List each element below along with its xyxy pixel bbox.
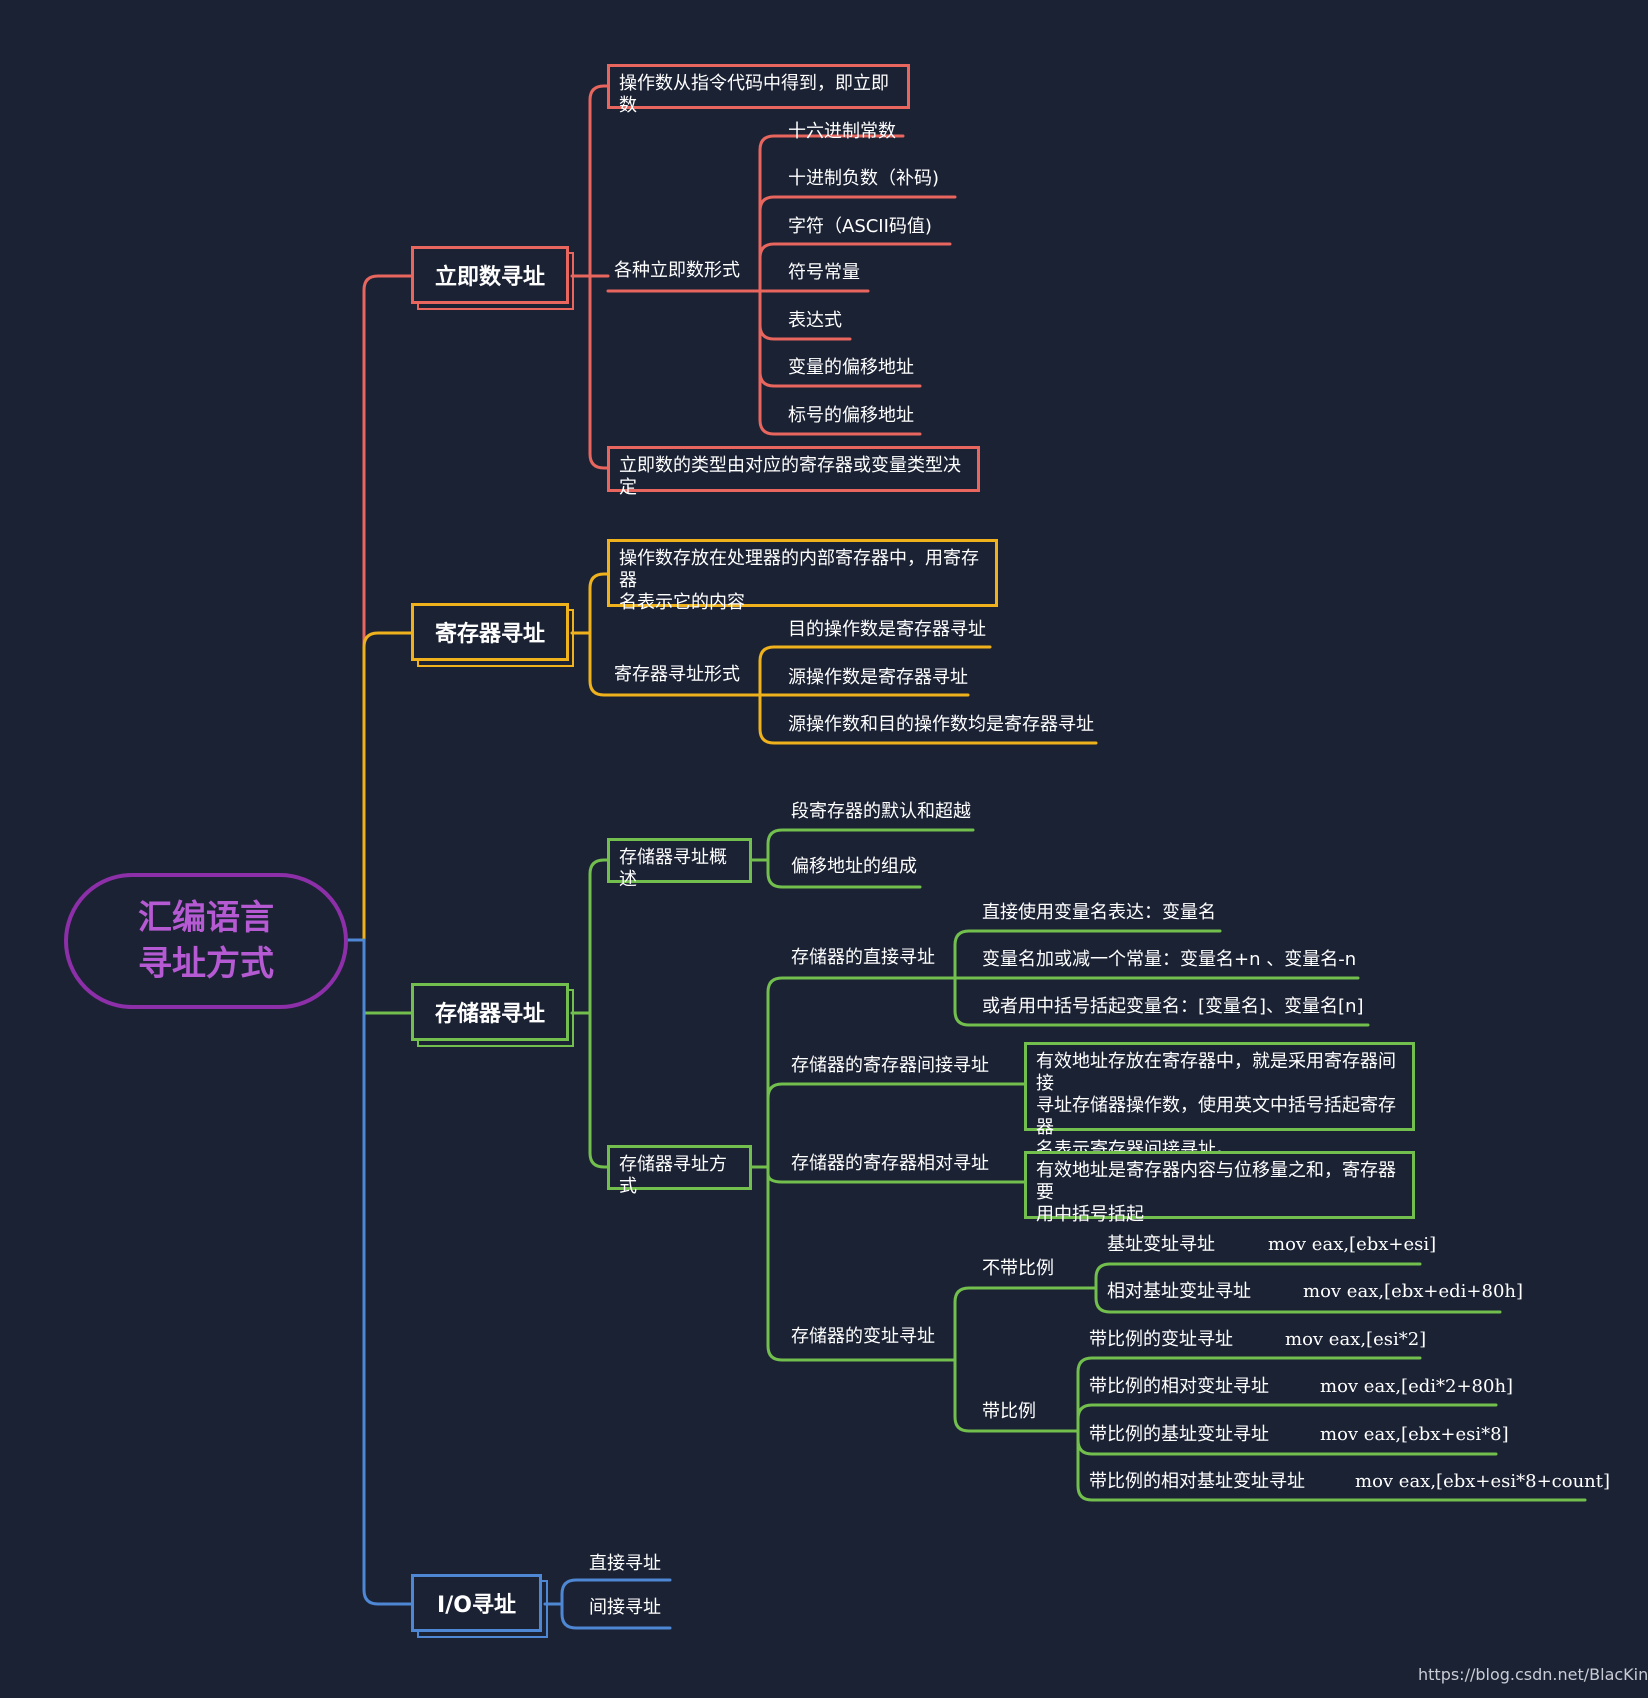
memory-overview-label: 存储器寻址概述 xyxy=(619,847,727,890)
memory-overview-item[interactable]: 偏移地址的组成 xyxy=(791,856,917,877)
root-title-line1: 汇编语言 xyxy=(138,898,274,938)
io-node[interactable]: I/O寻址 xyxy=(411,1574,542,1632)
desc-line: 有效地址是寄存器内容与位移量之和，寄存器要 xyxy=(1036,1160,1396,1203)
scale-item-code: mov eax,[edi*2+80h] xyxy=(1320,1376,1514,1397)
register-definition-line1: 操作数存放在处理器的内部寄存器中，用寄存器 xyxy=(619,548,979,591)
io-label: I/O寻址 xyxy=(437,1593,516,1618)
memory-reg-relative-label[interactable]: 存储器的寄存器相对寻址 xyxy=(791,1153,989,1174)
memory-indexed-label[interactable]: 存储器的变址寻址 xyxy=(791,1326,935,1347)
memory-modes-label: 存储器寻址方式 xyxy=(619,1154,727,1197)
no-scale-item-code: mov eax,[ebx+edi+80h] xyxy=(1303,1281,1524,1302)
immediate-form-item[interactable]: 字符（ASCII码值) xyxy=(788,216,932,237)
immediate-definition[interactable]: 操作数从指令代码中得到，即立即数 xyxy=(607,64,910,116)
immediate-form-item[interactable]: 表达式 xyxy=(788,310,842,331)
desc-line: 用中括号括起 xyxy=(1036,1204,1144,1225)
register-node[interactable]: 寄存器寻址 xyxy=(411,603,569,661)
desc-line: 有效地址存放在寄存器中，就是采用寄存器间接 xyxy=(1036,1051,1396,1094)
no-scale-item-code: mov eax,[ebx+esi] xyxy=(1268,1234,1437,1255)
immediate-form-item[interactable]: 十六进制常数 xyxy=(788,121,896,142)
memory-overview-node[interactable]: 存储器寻址概述 xyxy=(607,838,752,890)
scale-label[interactable]: 带比例 xyxy=(982,1401,1036,1422)
register-label: 寄存器寻址 xyxy=(434,622,545,647)
memory-overview-item[interactable]: 段寄存器的默认和超越 xyxy=(791,801,971,822)
memory-label: 存储器寻址 xyxy=(434,1002,545,1027)
memory-direct-item[interactable]: 变量名加或减一个常量：变量名+n 、变量名-n xyxy=(982,949,1357,970)
immediate-form-item[interactable]: 十进制负数（补码) xyxy=(788,168,940,189)
scale-item-name[interactable]: 带比例的基址变址寻址 xyxy=(1089,1424,1269,1445)
no-scale-item-name[interactable]: 相对基址变址寻址 xyxy=(1107,1281,1251,1302)
register-form-item[interactable]: 源操作数是寄存器寻址 xyxy=(788,667,968,688)
immediate-form-item[interactable]: 变量的偏移地址 xyxy=(788,357,914,378)
register-definition-line2: 名表示它的内容 xyxy=(619,592,745,613)
memory-direct-label[interactable]: 存储器的直接寻址 xyxy=(791,947,935,968)
immediate-node[interactable]: 立即数寻址 xyxy=(411,246,569,304)
io-item[interactable]: 直接寻址 xyxy=(589,1553,661,1574)
scale-item-name[interactable]: 带比例的变址寻址 xyxy=(1089,1329,1233,1350)
root-title-line2: 寻址方式 xyxy=(138,944,274,984)
immediate-type-note[interactable]: 立即数的类型由对应的寄存器或变量类型决定 xyxy=(607,446,980,498)
desc-line: 寻址存储器操作数，使用英文中括号括起寄存器 xyxy=(1036,1095,1396,1138)
memory-reg-indirect-desc[interactable]: 有效地址存放在寄存器中，就是采用寄存器间接 寻址存储器操作数，使用英文中括号括起… xyxy=(1024,1042,1415,1160)
register-form-item[interactable]: 源操作数和目的操作数均是寄存器寻址 xyxy=(788,714,1094,735)
immediate-type-note-text: 立即数的类型由对应的寄存器或变量类型决定 xyxy=(619,455,961,498)
scale-item-name[interactable]: 带比例的相对基址变址寻址 xyxy=(1089,1471,1305,1492)
memory-direct-item[interactable]: 直接使用变量名表达：变量名 xyxy=(982,902,1216,923)
memory-reg-indirect-label[interactable]: 存储器的寄存器间接寻址 xyxy=(791,1055,989,1076)
memory-direct-item[interactable]: 或者用中括号括起变量名：[变量名]、变量名[n] xyxy=(982,996,1364,1017)
scale-item-code: mov eax,[esi*2] xyxy=(1285,1329,1427,1350)
immediate-definition-text: 操作数从指令代码中得到，即立即数 xyxy=(619,73,889,116)
memory-modes-node[interactable]: 存储器寻址方式 xyxy=(607,1145,752,1197)
immediate-form-item[interactable]: 符号常量 xyxy=(788,262,860,283)
memory-reg-relative-desc[interactable]: 有效地址是寄存器内容与位移量之和，寄存器要 用中括号括起 xyxy=(1024,1151,1415,1225)
root-node[interactable]: 汇编语言 寻址方式 xyxy=(64,873,348,1009)
no-scale-label[interactable]: 不带比例 xyxy=(982,1258,1054,1279)
scale-item-code: mov eax,[ebx+esi*8+count] xyxy=(1355,1471,1611,1492)
memory-node[interactable]: 存储器寻址 xyxy=(411,983,569,1041)
scale-item-code: mov eax,[ebx+esi*8] xyxy=(1320,1424,1509,1445)
register-forms-label[interactable]: 寄存器寻址形式 xyxy=(614,664,740,685)
register-form-item[interactable]: 目的操作数是寄存器寻址 xyxy=(788,619,986,640)
io-item[interactable]: 间接寻址 xyxy=(589,1597,661,1618)
source-credit: https://blog.csdn.net/BlacKingZ xyxy=(1418,1665,1648,1684)
scale-item-name[interactable]: 带比例的相对变址寻址 xyxy=(1089,1376,1269,1397)
immediate-form-item[interactable]: 标号的偏移地址 xyxy=(788,405,914,426)
no-scale-item-name[interactable]: 基址变址寻址 xyxy=(1107,1234,1215,1255)
immediate-label: 立即数寻址 xyxy=(434,265,545,290)
immediate-forms-label[interactable]: 各种立即数形式 xyxy=(614,260,740,281)
register-definition[interactable]: 操作数存放在处理器的内部寄存器中，用寄存器 名表示它的内容 xyxy=(607,539,998,613)
